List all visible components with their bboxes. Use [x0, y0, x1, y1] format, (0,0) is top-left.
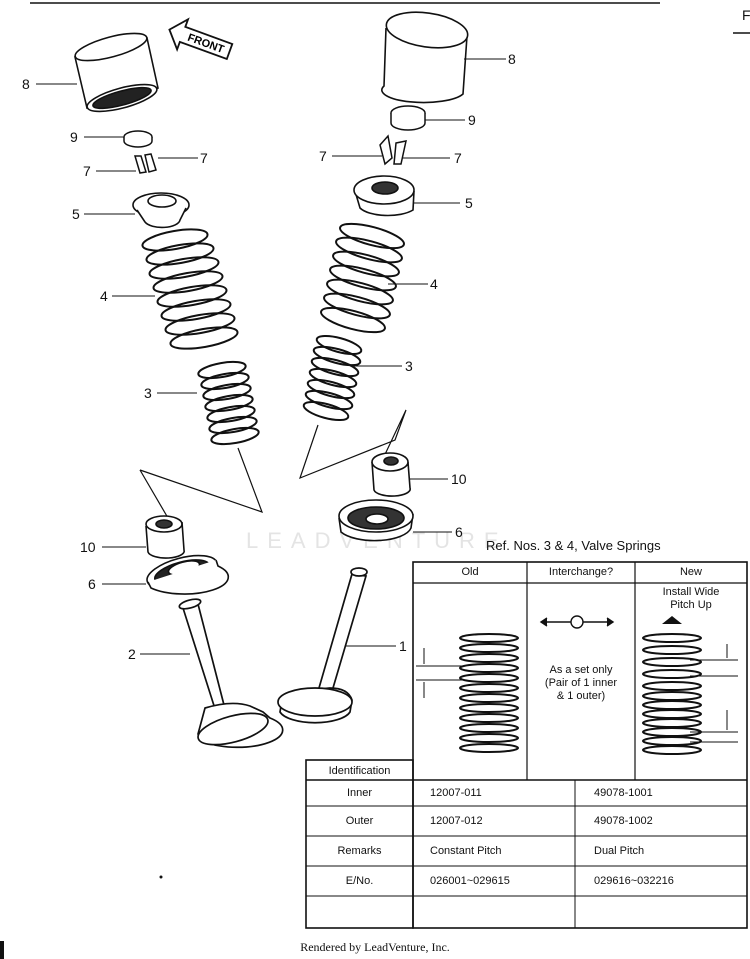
- callout-6-right: 6: [455, 524, 463, 540]
- row-new-inner: 49078-1001: [594, 787, 653, 799]
- ref-table-grid: [305, 561, 748, 929]
- stem-seal-right: [371, 452, 411, 497]
- callout-4-right: 4: [430, 276, 438, 292]
- inner-spring-left: [197, 360, 260, 446]
- footer-credit: Rendered by LeadVenture, Inc.: [300, 940, 450, 954]
- callout-3-left: 3: [144, 385, 152, 401]
- row-new-eno: 029616~032216: [594, 875, 674, 887]
- callout-1: 1: [399, 638, 407, 654]
- header-old: Old: [461, 566, 479, 578]
- header-new: New: [679, 566, 702, 578]
- leader-lines: [36, 58, 506, 655]
- callout-2: 2: [128, 646, 136, 662]
- inner-spring-right: [302, 334, 363, 422]
- callout-9-left: 9: [70, 129, 78, 145]
- shim-right: [390, 105, 426, 131]
- row-old-remarks: Constant Pitch: [430, 845, 502, 857]
- new-note-line1: Install Wide: [662, 586, 720, 598]
- callout-8-right: 8: [508, 51, 516, 67]
- row-new-remarks: Dual Pitch: [594, 845, 645, 857]
- ref-table-title: Ref. Nos. 3 & 4, Valve Springs: [486, 538, 661, 553]
- stray-dot: [159, 875, 163, 879]
- callout-5-left: 5: [72, 206, 80, 222]
- valve-left: [178, 598, 284, 749]
- row-label-eno: E/No.: [345, 875, 374, 887]
- bracket-left: [139, 447, 264, 513]
- spring-seat-right: [338, 499, 414, 542]
- callout-10-right: 10: [451, 471, 467, 487]
- row-old-inner: 12007-011: [430, 787, 482, 799]
- retainer-left: [132, 192, 190, 229]
- keepers-left: [133, 153, 157, 174]
- callout-4-left: 4: [100, 288, 108, 304]
- callout-3-right: 3: [405, 358, 413, 374]
- header-interchange: Interchange?: [548, 566, 614, 578]
- outer-spring-left: [141, 228, 239, 350]
- edge-mark: [0, 941, 4, 959]
- retainer-right: [353, 175, 415, 217]
- callout-5-right: 5: [465, 195, 473, 211]
- shim-left: [123, 130, 153, 148]
- id-table-header: Identification: [328, 765, 391, 777]
- row-new-outer: 49078-1002: [594, 815, 653, 827]
- stem-seal-left: [145, 515, 185, 559]
- new-note-line2: Pitch Up: [670, 599, 712, 611]
- interchange-arrow-icon: [539, 615, 615, 629]
- row-label-remarks: Remarks: [337, 845, 382, 857]
- old-spring-icon: [416, 633, 519, 753]
- callout-7-right-b: 7: [454, 150, 462, 166]
- bracket-right: [299, 409, 407, 480]
- callout-7-right-a: 7: [319, 148, 327, 164]
- tappet-right: [381, 11, 469, 104]
- interchange-note-line1: As a set only: [549, 664, 613, 676]
- valve-right: [277, 567, 368, 724]
- bracket-left-2: [139, 469, 169, 519]
- callout-7-left-b: 7: [200, 150, 208, 166]
- callout-6-left: 6: [88, 576, 96, 592]
- interchange-note-line3: & 1 outer): [556, 690, 606, 702]
- keepers-right: [379, 134, 407, 166]
- callout-9-right: 9: [468, 112, 476, 128]
- corner-letter: F: [742, 7, 750, 23]
- pitch-up-arrow-icon: [662, 616, 682, 624]
- new-spring-icon: [642, 633, 738, 755]
- row-label-outer: Outer: [345, 815, 374, 827]
- tappet-left: [74, 32, 159, 113]
- callout-7-left-a: 7: [83, 163, 91, 179]
- front-arrow-icon: FRONT: [168, 17, 234, 61]
- callout-8-left: 8: [22, 76, 30, 92]
- interchange-note-line2: (Pair of 1 inner: [544, 677, 618, 689]
- outer-spring-right: [320, 222, 405, 334]
- row-label-inner: Inner: [346, 787, 373, 799]
- row-old-outer: 12007-012: [430, 815, 483, 827]
- callout-10-left: 10: [80, 539, 96, 555]
- spring-seat-left: [146, 554, 230, 595]
- row-old-eno: 026001~029615: [430, 875, 510, 887]
